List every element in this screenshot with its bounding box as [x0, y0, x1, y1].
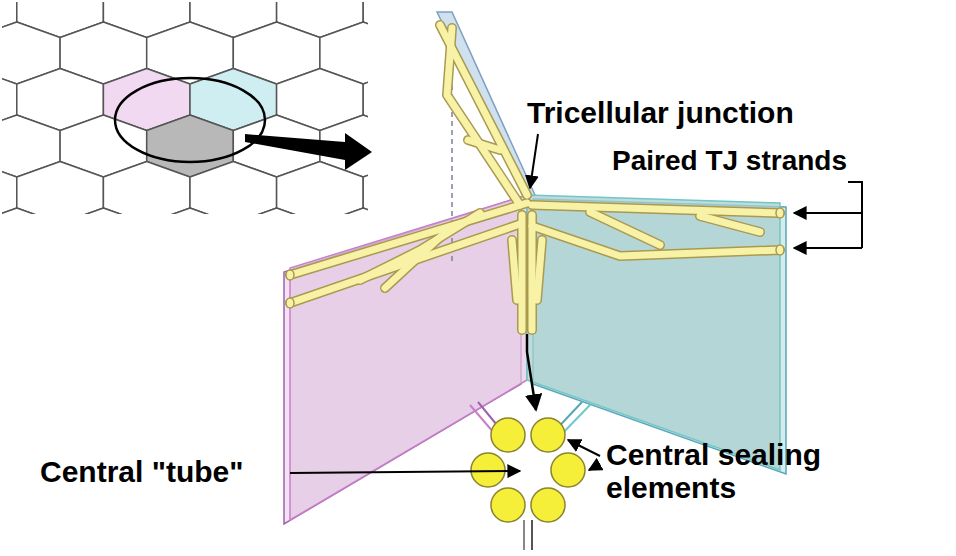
- bracket: [848, 182, 862, 248]
- callout-label: Paired TJ strands: [612, 146, 847, 177]
- callout-label: Central sealing elements: [606, 438, 936, 504]
- focus-ellipse: [115, 78, 265, 162]
- cell: [233, 208, 320, 214]
- cell: [2, 208, 60, 214]
- leader-arrow: [794, 212, 862, 214]
- cell: [277, 162, 364, 215]
- leader-arrow: [589, 464, 600, 470]
- callout-label: Central "tube": [40, 455, 243, 488]
- leader-arrow: [290, 471, 520, 473]
- tj-strands: [290, 25, 780, 330]
- epithelium-inset: [2, 2, 368, 214]
- cell: [60, 208, 147, 214]
- cell: [2, 162, 17, 215]
- sealing-element: [471, 418, 585, 522]
- leader-arrow: [794, 247, 862, 249]
- cell: [103, 162, 190, 215]
- zoom-arrow: [527, 334, 536, 410]
- cell: [363, 162, 368, 215]
- cell: [320, 208, 368, 214]
- zoom-arrow: [245, 133, 372, 170]
- membrane-section: [470, 402, 590, 550]
- cell: [147, 208, 234, 214]
- cell: [17, 162, 104, 215]
- leader-arrow: [568, 440, 600, 456]
- cell: [190, 162, 277, 215]
- callout-label: Tricellular junction: [527, 96, 794, 129]
- leader-arrow: [530, 134, 538, 188]
- strand-ends: [286, 208, 784, 308]
